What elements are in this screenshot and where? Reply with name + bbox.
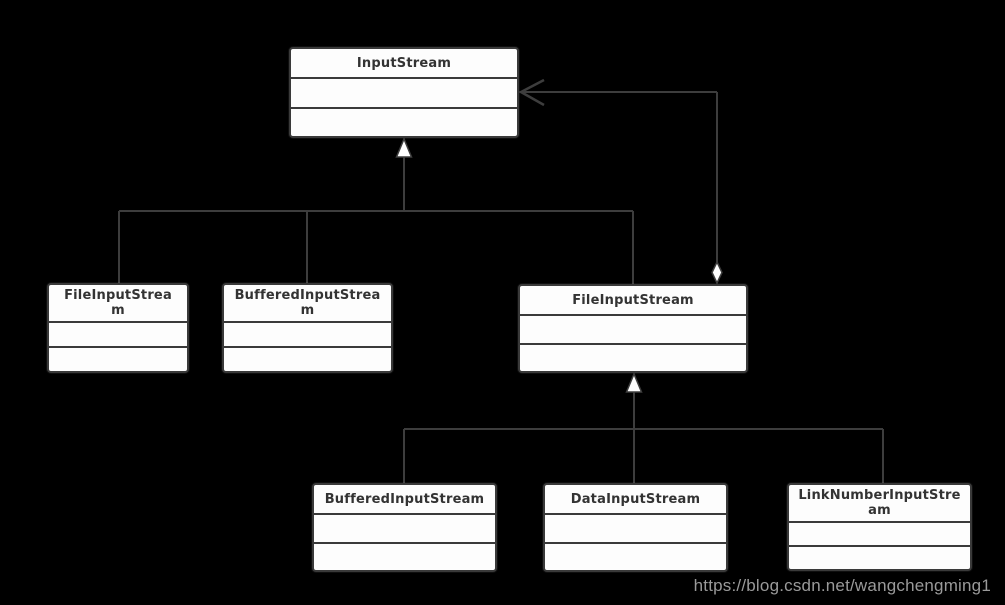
hollow-diamond-icon [711,260,723,285]
methods-compartment [224,348,391,371]
class-title: LinkNumberInputStream [789,485,970,523]
attributes-compartment [789,523,970,547]
class-title: FileInputStream [49,285,187,323]
attributes-compartment [224,323,391,348]
attributes-compartment [291,79,517,109]
methods-compartment [49,348,187,371]
class-datainputstream: DataInputStream [543,483,728,572]
class-title: BufferedInputStream [314,485,495,515]
class-fileinputstream-right: FileInputStream [518,284,748,373]
class-title: DataInputStream [545,485,726,515]
class-linknumberinputstream: LinkNumberInputStream [787,483,972,571]
attributes-compartment [49,323,187,348]
class-title: InputStream [291,49,517,79]
open-arrowhead-icon [518,78,545,107]
hollow-triangle-arrowhead-icon [395,137,413,158]
methods-compartment [545,544,726,571]
class-bufferedinputstream-bottom: BufferedInputStream [312,483,497,572]
class-bufferedinputstream-middle: BufferedInputStream [222,283,393,373]
aggregation-connector [522,91,718,263]
class-inputstream: InputStream [289,47,519,138]
methods-compartment [314,544,495,571]
class-fileinputstream-left: FileInputStream [47,283,189,373]
methods-compartment [291,109,517,137]
methods-compartment [789,547,970,569]
class-title: FileInputStream [520,286,746,316]
hollow-triangle-arrowhead-icon [625,372,643,393]
attributes-compartment [314,515,495,544]
attributes-compartment [520,316,746,345]
watermark-url: https://blog.csdn.net/wangchengming1 [693,576,991,595]
attributes-compartment [545,515,726,544]
class-title: BufferedInputStream [224,285,391,323]
methods-compartment [520,345,746,372]
generalization-connector-to-fileinputstream [403,392,884,484]
generalization-connector-to-inputstream [118,157,634,285]
